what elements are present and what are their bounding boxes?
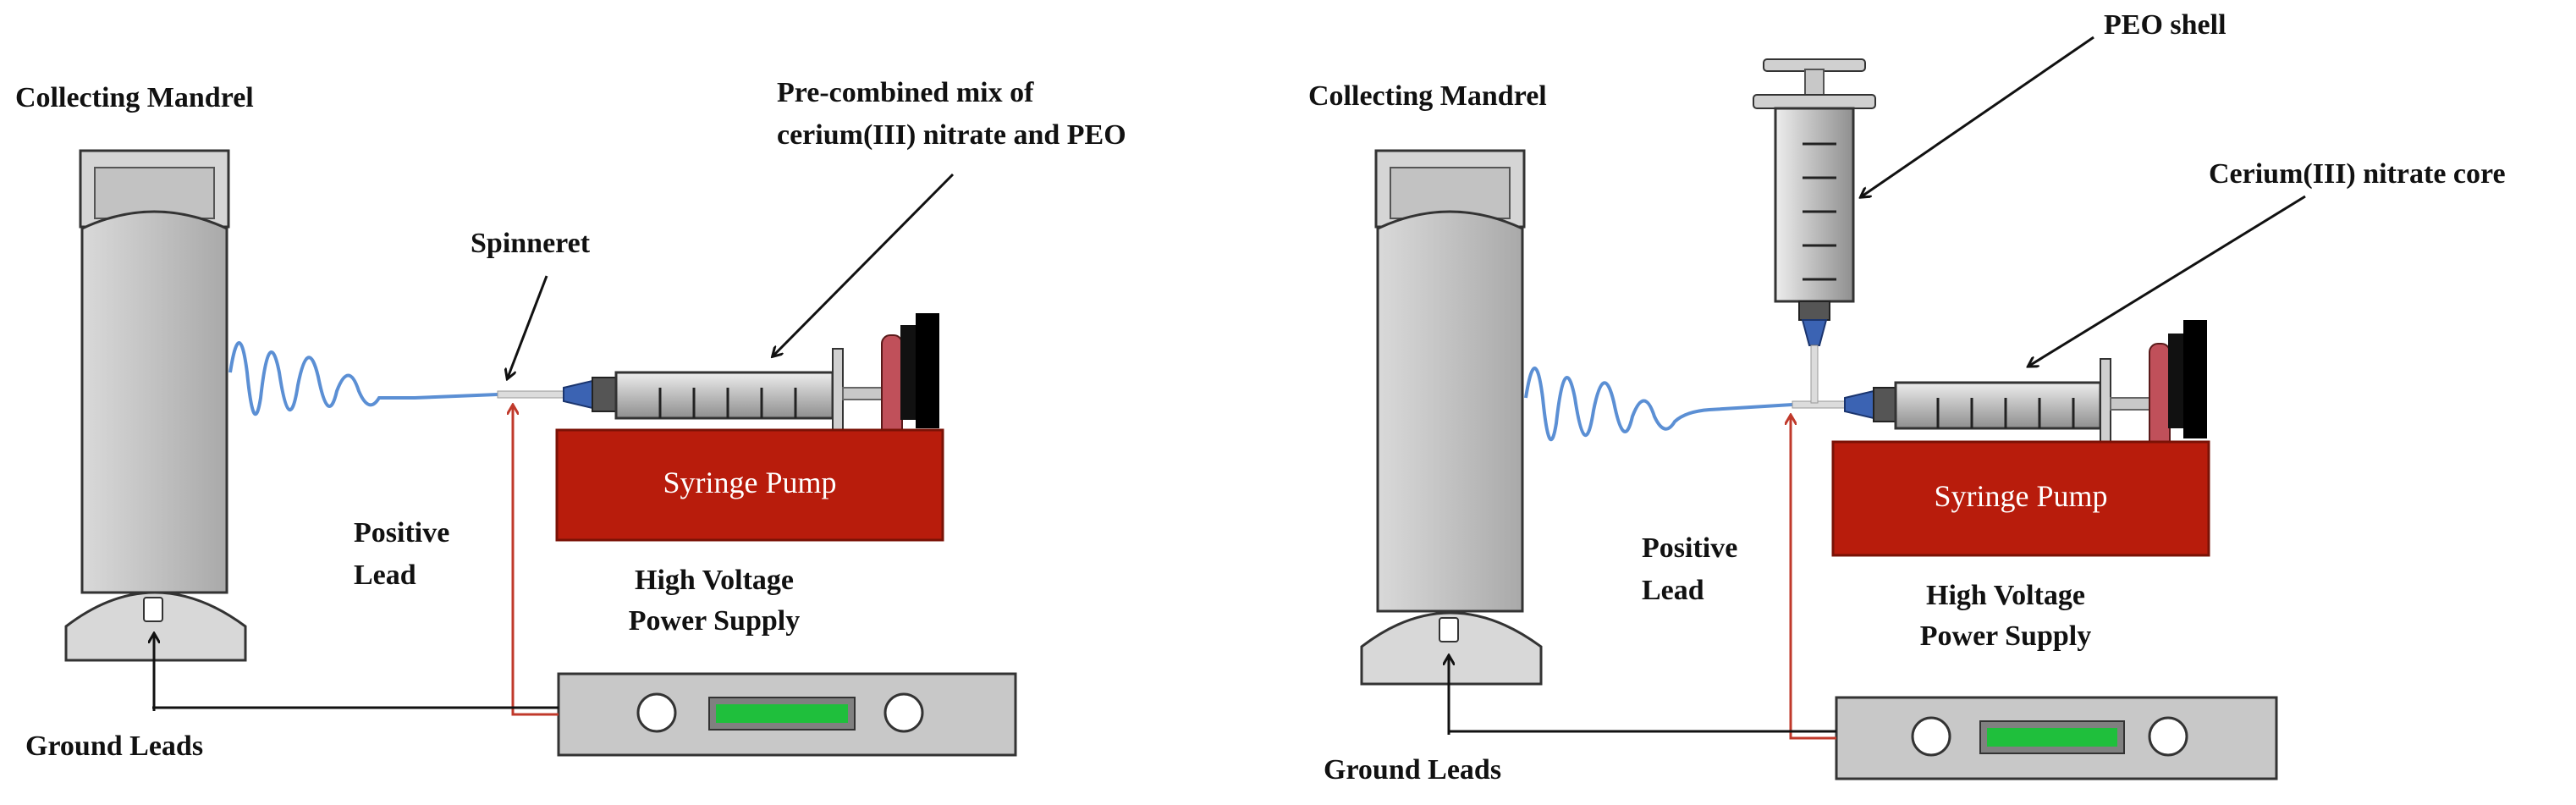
collecting-mandrel-icon (64, 149, 247, 662)
hv-label-line2: Power Supply (1920, 620, 2091, 652)
collecting-mandrel-label: Collecting Mandrel (15, 82, 254, 113)
power-supply-icon (557, 672, 1017, 757)
syringe-pump-icon: Syringe Pump (555, 428, 944, 542)
power-supply-icon (1835, 696, 2278, 780)
syringe-icon (1844, 320, 2207, 455)
hv-label-line1: High Voltage (635, 565, 794, 596)
mix-label-line1: Pre-combined mix of (777, 77, 1034, 108)
left-panel: Syringe Pump Collecting Mandrel Pre-comb… (15, 77, 1126, 762)
positive-lead-label-line2: Lead (1642, 575, 1704, 606)
fiber-jet-icon (1524, 367, 1793, 442)
syringe-pump-icon: Syringe Pump (1831, 440, 2210, 557)
ground-leads-label: Ground Leads (25, 731, 203, 762)
ground-leads-label: Ground Leads (1324, 754, 1501, 786)
mix-label-line2: cerium(III) nitrate and PEO (777, 119, 1126, 151)
positive-lead-label-line1: Positive (1642, 532, 1737, 564)
positive-lead-wire (513, 406, 559, 716)
syringe-icon (563, 313, 939, 446)
syringe-pump-label: Syringe Pump (1934, 479, 2107, 513)
syringe-pump-label: Syringe Pump (663, 466, 836, 499)
core-label: Cerium(III) nitrate core (2209, 158, 2506, 190)
spinneret-needle (497, 390, 568, 399)
positive-lead-label-line1: Positive (354, 517, 449, 549)
spinneret-arrow (508, 275, 548, 378)
hv-label-line2: Power Supply (629, 605, 800, 637)
spinneret-label: Spinneret (471, 228, 591, 259)
collecting-mandrel-label: Collecting Mandrel (1308, 80, 1547, 112)
peo-shell-arrow (1862, 36, 2094, 196)
right-panel: Syringe Pump Collecting Mandrel PEO shel… (1308, 9, 2506, 786)
hv-label-line1: High Voltage (1926, 580, 2085, 611)
mix-arrow (773, 173, 955, 356)
positive-lead-label-line2: Lead (354, 560, 416, 591)
collecting-mandrel-icon (1360, 149, 1543, 686)
peo-shell-label: PEO shell (2104, 9, 2226, 41)
fiber-jet-icon (228, 341, 498, 416)
positive-lead-wire (1791, 416, 1836, 740)
core-arrow (2029, 195, 2306, 366)
syringe-icon (1753, 58, 1876, 404)
